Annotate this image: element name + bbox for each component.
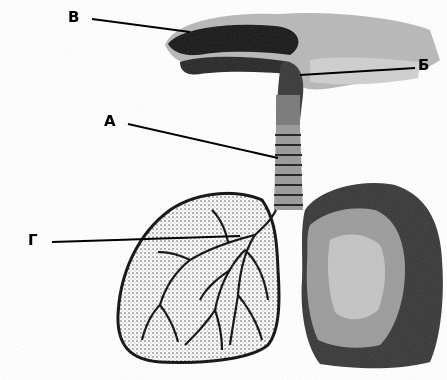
label-v: В [68, 10, 79, 25]
label-b: Б [418, 58, 429, 73]
label-a: А [104, 114, 116, 129]
label-g: Г [28, 233, 38, 248]
